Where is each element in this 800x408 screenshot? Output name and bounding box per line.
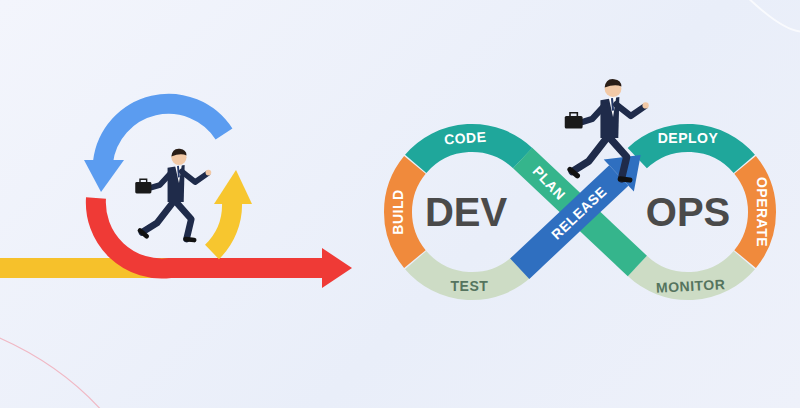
band-label: CODE (444, 129, 487, 148)
build-label-box: BUILD (389, 186, 407, 237)
band-label: BUILD (390, 189, 406, 234)
band-label: OPERATE (754, 177, 770, 247)
test-label-box: TEST (448, 277, 492, 295)
plan-label-box: PLAN (527, 160, 572, 206)
release-band (520, 175, 619, 268)
band-label: TEST (451, 278, 489, 294)
band-label: DEPLOY (658, 130, 719, 146)
monitor-label-box: MONITOR (652, 275, 728, 297)
center-word: OPS (646, 190, 730, 234)
code-label-box: CODE (441, 128, 491, 149)
center-word: DEV (425, 190, 507, 234)
deploy-label-box: DEPLOY (655, 129, 722, 147)
operate-label-box: OPERATE (753, 174, 771, 250)
band-label: PLAN (529, 163, 568, 203)
band-label: MONITOR (656, 276, 726, 296)
